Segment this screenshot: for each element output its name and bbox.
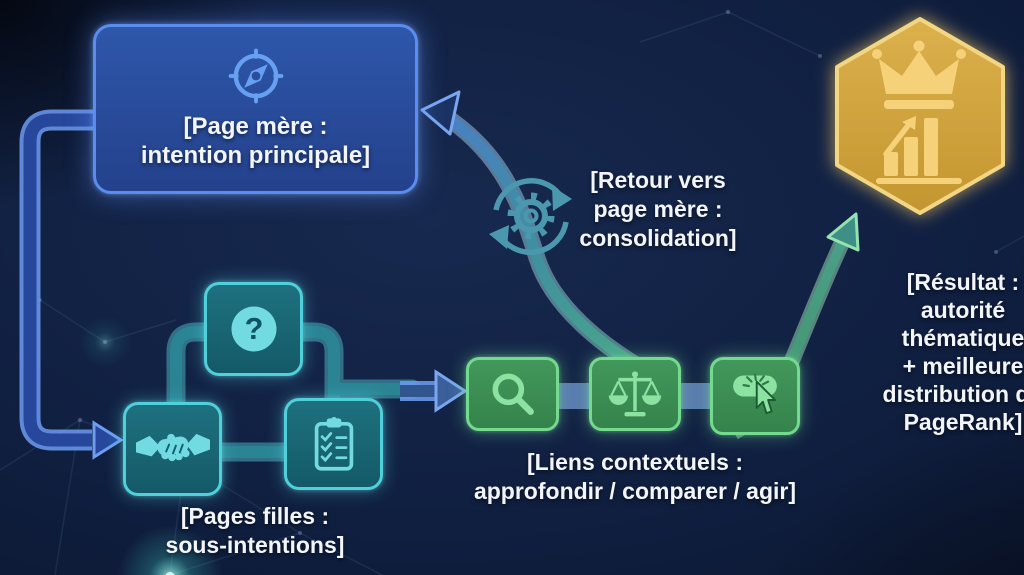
return-flow-label: [Retour vers page mère : consolidation] [579,167,737,251]
arrowhead-into-parent [420,90,461,136]
cursor-click-icon [733,373,777,414]
sync-gear-icon [489,178,572,256]
children-pages-label: [Pages filles : sous-intentions] [165,503,345,558]
search-icon [492,373,534,415]
child-handshake-node [123,402,222,496]
handshake-icon [135,433,210,461]
parent-page-node: [Page mère : intention principale] [93,24,418,194]
svg-text:?: ? [244,312,263,346]
link-connector-pills [556,383,716,409]
compass-icon [228,48,283,104]
child-question-node: ? [204,282,303,376]
link-compare-node [589,357,681,431]
children-to-links-arrow [400,369,468,413]
children-cluster-connectors [166,322,422,462]
return-arrow [420,90,653,380]
contextual-links-label: [Liens contextuels : approfondir / compa… [473,449,797,504]
crown-icon [872,40,966,109]
arrowhead-into-links [434,369,468,413]
scales-icon [608,370,662,416]
constellation-background [0,9,1024,575]
arrowhead-into-result [826,212,860,252]
link-search-node [466,357,559,431]
checklist-icon [314,417,353,471]
result-badge-hexagon [835,17,1005,215]
result-label: [Résultat : autorité thématique + meille… [882,269,1024,435]
link-action-node [710,357,800,435]
parent-to-children-arrow [19,109,124,460]
child-checklist-node [284,398,383,490]
bar-chart-icon [876,116,962,184]
parent-page-label: [Page mère : intention principale] [140,113,371,169]
question-icon: ? [231,306,276,352]
arrowhead-into-children [92,420,124,460]
